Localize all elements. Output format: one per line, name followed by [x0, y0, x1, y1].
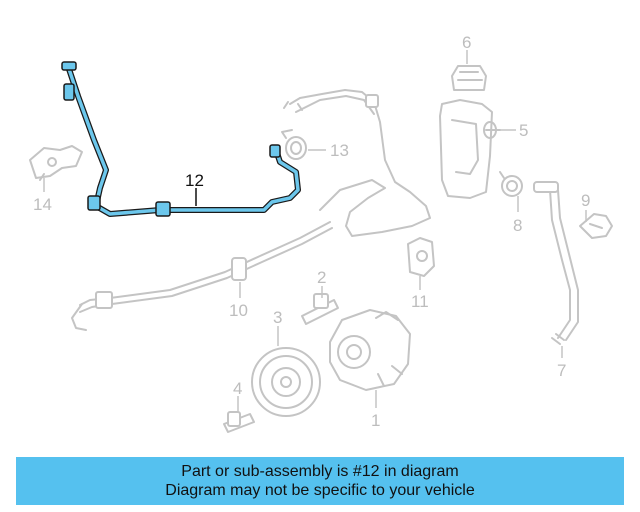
part-9-clip [579, 213, 613, 239]
callout-8: 8 [513, 216, 522, 235]
callout-7: 7 [557, 361, 566, 380]
part-2-bolt [301, 293, 339, 325]
leader-lines [43, 50, 587, 412]
part-13-clamp [281, 129, 307, 160]
part-3-pulley [251, 347, 321, 417]
callout-1: 1 [371, 411, 380, 430]
part-14-bracket [29, 145, 83, 181]
callout-3: 3 [273, 308, 282, 327]
parts-diagram: 1 2 3 4 5 6 7 8 9 10 11 12 13 14 [29, 33, 613, 433]
banner-line-disclaimer: Diagram may not be specific to your vehi… [165, 482, 475, 499]
banner-line-part: Part or sub-assembly is #12 in diagram [181, 463, 459, 480]
callout-13: 13 [330, 141, 349, 160]
return-line [283, 89, 431, 237]
callout-14: 14 [33, 195, 52, 214]
part-8-clamp [499, 171, 523, 197]
part-1-pump [329, 309, 411, 391]
callout-5: 5 [519, 121, 528, 140]
part-12-pressure-hose [61, 61, 301, 217]
part-4-bolt [223, 411, 255, 433]
callout-10: 10 [229, 301, 248, 320]
callout-9: 9 [581, 191, 590, 210]
callout-2: 2 [317, 268, 326, 287]
callout-11: 11 [411, 292, 429, 311]
part-11-bracket [407, 237, 435, 277]
callout-12: 12 [185, 171, 204, 190]
callout-6: 6 [462, 33, 471, 52]
callout-4: 4 [233, 379, 242, 398]
part-10-hose [71, 221, 333, 331]
info-banner: Part or sub-assembly is #12 in diagram D… [16, 457, 624, 505]
part-7-hose [533, 181, 579, 345]
part-6-cap [451, 65, 487, 91]
part-5-reservoir [439, 99, 501, 199]
